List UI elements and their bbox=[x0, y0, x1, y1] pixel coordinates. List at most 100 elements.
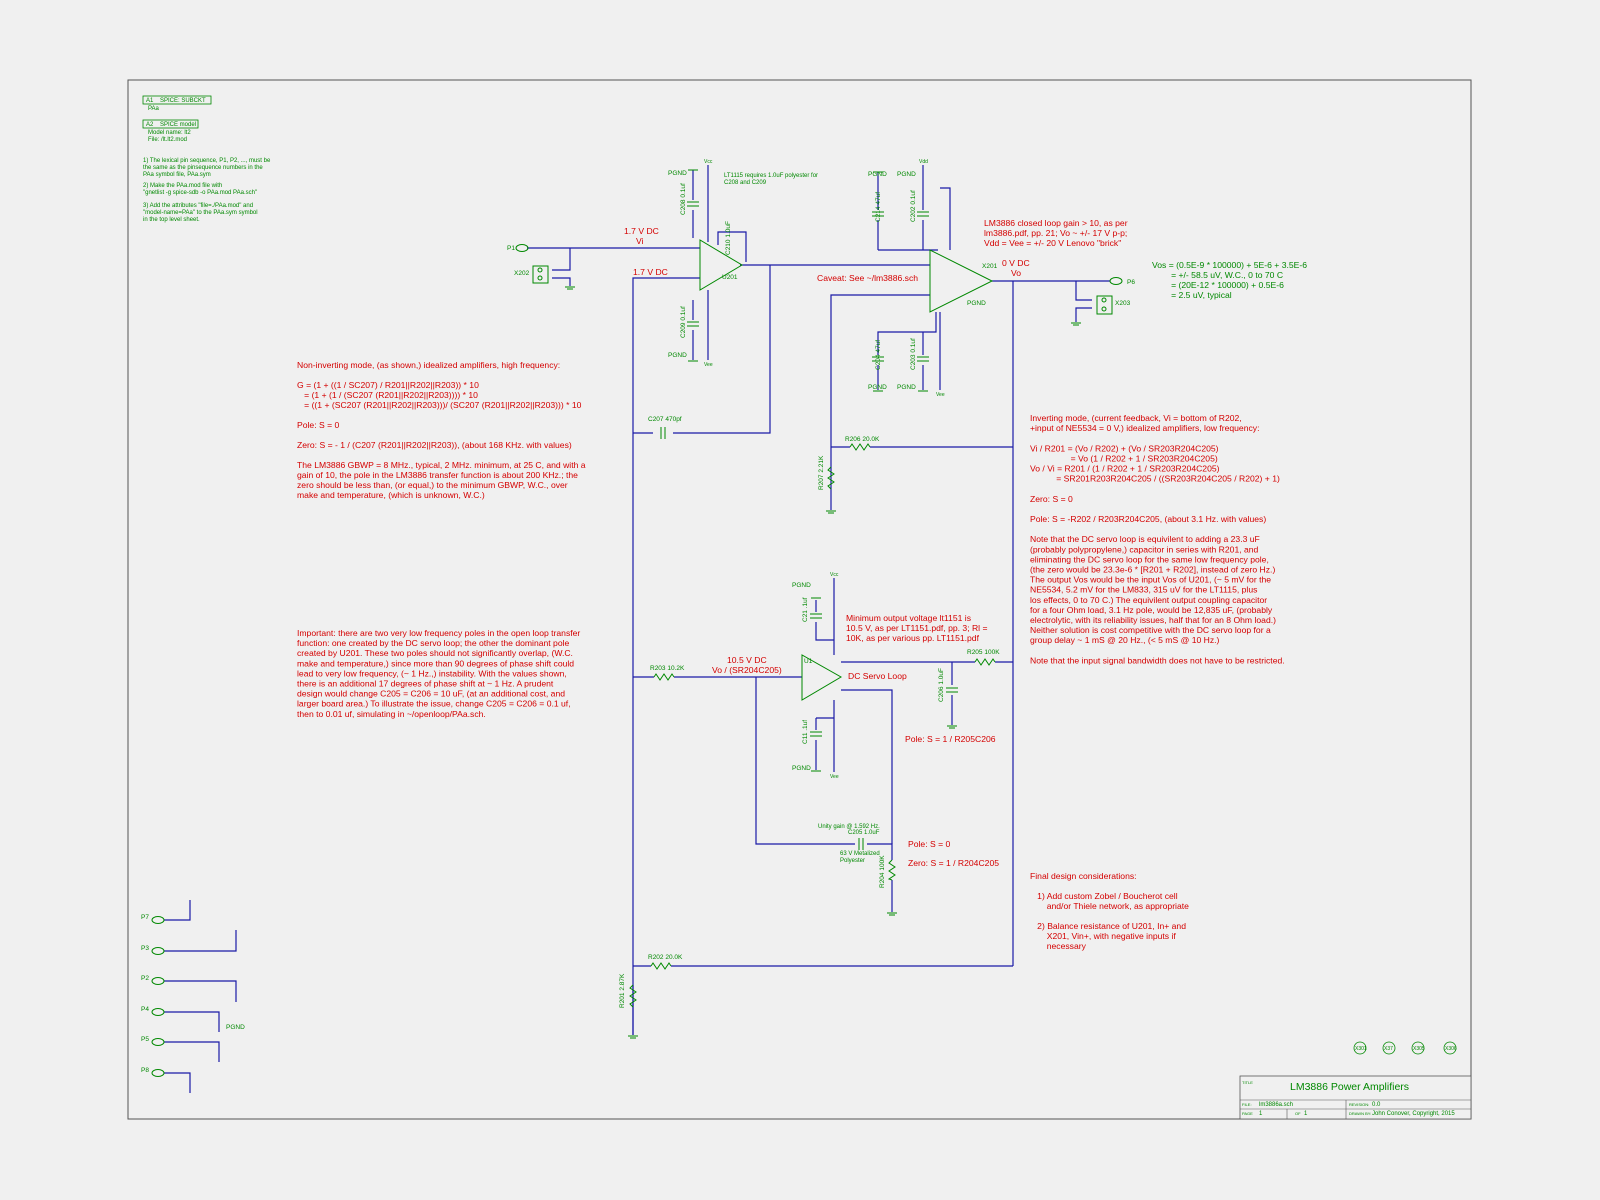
important-line: Important: there are two very low freque… bbox=[297, 628, 580, 638]
pgnd-label: PGND bbox=[868, 384, 887, 391]
steps-line: "gnetlist -g spice-sdb -o PAa.mod PAa.sc… bbox=[143, 190, 257, 196]
c205-type-label: 63 V Metalized bbox=[840, 851, 880, 857]
servo-dc-label: 10.5 V DC bbox=[727, 655, 767, 665]
vo-dc-label: 0 V DC bbox=[1002, 258, 1030, 268]
noninv-line: G = (1 + ((1 / SC207) / R201||R202||R203… bbox=[297, 380, 479, 390]
c205-type2-label: Polyester bbox=[840, 858, 865, 864]
c210-label: C210 1.0uF bbox=[725, 221, 732, 255]
final-line: and/or Thiele network, as appropriate bbox=[1030, 901, 1189, 911]
pgnd-label: PGND bbox=[897, 171, 916, 178]
r206-resistor-icon bbox=[849, 443, 871, 451]
x201-label: X201 bbox=[982, 263, 998, 270]
pgnd-label: PGND bbox=[668, 170, 687, 177]
noninv-line: gain of 10, the pole in the LM3886 trans… bbox=[297, 470, 578, 480]
noninv-line: zero should be less than, (or equal,) to… bbox=[297, 480, 568, 490]
ltnote-line: LT1115 requires 1.0uF polyester for bbox=[724, 173, 818, 179]
steps-line: in the top level sheet. bbox=[143, 217, 200, 223]
vos-line: Vos = (0.5E-9 * 100000) + 5E-6 + 3.5E-6 bbox=[1152, 260, 1307, 270]
ltnote-line: C208 and C209 bbox=[724, 180, 767, 186]
important-line: lead to very low frequency, (~ 1 Hz.,) i… bbox=[297, 668, 567, 678]
dc-servo-label: DC Servo Loop bbox=[848, 671, 907, 681]
circuit-annotations: 1.7 V DC Vi 1.7 V DC 0 V DC Vo Caveat: S… bbox=[624, 226, 1030, 868]
important-line: function: one created by the DC servo lo… bbox=[297, 638, 570, 648]
pgnd-label: PGND bbox=[668, 352, 687, 359]
caveat-note: Caveat: See ~/lm3886.sch bbox=[817, 273, 918, 283]
inverting-analysis: Inverting mode, (current feedback, Vi = … bbox=[1030, 413, 1285, 665]
r204-resistor-icon bbox=[887, 859, 896, 881]
u1-opamp-icon bbox=[801, 654, 843, 701]
c205-capacitor-icon bbox=[858, 838, 864, 850]
component-symbols bbox=[151, 169, 1123, 1077]
final-line: necessary bbox=[1030, 941, 1087, 951]
revision-value: 0.0 bbox=[1372, 1102, 1381, 1108]
a2-value: SPICE model bbox=[160, 122, 196, 128]
noninverting-analysis: Non-inverting mode, (as shown,) idealize… bbox=[297, 360, 586, 500]
p6-pin-icon bbox=[1109, 277, 1123, 285]
inverting-line: electrolytic, with its reliability issue… bbox=[1030, 615, 1276, 625]
inverting-line: los effects, 0 to 70 C.) The equivilent … bbox=[1030, 595, 1267, 605]
vcc-label: Vcc bbox=[830, 572, 839, 578]
circuit-wires bbox=[164, 165, 1110, 1093]
a1-sub: PAa bbox=[148, 106, 160, 112]
x203-connector-icon bbox=[1096, 295, 1113, 315]
noninv-line: = ((1 + (SC207 (R201||R202||R203)))/ (SC… bbox=[297, 400, 582, 410]
r204-label: R204 100K bbox=[879, 855, 886, 888]
inverting-line: = SR201R203R204C205 / ((SR203R204C205 / … bbox=[1030, 474, 1280, 484]
x203-label: X203 bbox=[1115, 300, 1131, 307]
spice-attributes: A1 SPICE: SUBCKT PAa A2 SPICE model Mode… bbox=[142, 95, 212, 143]
page-label: PAGE bbox=[1242, 1111, 1253, 1116]
pin-label: P8 bbox=[141, 1067, 149, 1074]
pole-zero-label: Pole: S = 0 bbox=[908, 839, 951, 849]
r201-resistor-icon bbox=[629, 984, 637, 1008]
important-line: design would change C205 = C206 = 10 uF,… bbox=[297, 689, 565, 699]
x202-label: X202 bbox=[514, 270, 530, 277]
inverting-line: +input of NE5534 = 0 V,) idealized ampli… bbox=[1030, 423, 1259, 433]
pin-label: P7 bbox=[141, 914, 149, 921]
inverting-line: = Vo (1 / R202 + 1 / SR203R204C205) bbox=[1030, 453, 1218, 463]
inverting-line: NE5534, 5.2 mV for the LM833, 315 uV for… bbox=[1030, 585, 1257, 595]
vo-label: Vo bbox=[1011, 268, 1021, 278]
vdd-label: Vdd bbox=[919, 159, 928, 165]
c204-label: C204 47uf bbox=[875, 340, 882, 370]
corner-ref-label: X305 bbox=[1413, 1046, 1425, 1052]
pin-label: P2 bbox=[141, 975, 149, 982]
spice-steps: 1) The lexical pin sequence, P1, P2, ...… bbox=[143, 158, 271, 223]
inverting-line: Vi / R201 = (Vo / R202) + (Vo / SR203R20… bbox=[1030, 443, 1219, 453]
file-label: FILE: bbox=[1242, 1102, 1252, 1107]
corner-ref-icon bbox=[1382, 1041, 1396, 1055]
steps-line: "model-name=PAa" to the PAa.sym symbol bbox=[143, 210, 258, 216]
inverting-line: Inverting mode, (current feedback, Vi = … bbox=[1030, 413, 1242, 423]
vos-line: = (20E-12 * 100000) + 0.5E-6 bbox=[1152, 280, 1284, 290]
steps-line: PAa symbol file, PAa.sym bbox=[143, 172, 211, 178]
lmnote-line: LM3886 closed loop gain > 10, as per bbox=[984, 218, 1128, 228]
u1-label: U1 bbox=[804, 658, 813, 665]
noninv-line: Pole: S = 0 bbox=[297, 420, 340, 430]
inverting-line: Zero: S = 0 bbox=[1030, 494, 1073, 504]
unity-gain-label: Unity gain @ 1.592 Hz. bbox=[818, 824, 880, 830]
inverting-line: for a four Ohm load, 3.1 Hz pole, would … bbox=[1030, 605, 1273, 615]
important-line: there is an additional 17 degrees of pha… bbox=[297, 679, 554, 689]
final-line: 2) Balance resistance of U201, In+ and bbox=[1030, 921, 1186, 931]
p6-label: P6 bbox=[1127, 279, 1135, 286]
pole-r205-label: Pole: S = 1 / R205C206 bbox=[905, 734, 996, 744]
vcc-label: Vcc bbox=[704, 159, 713, 165]
of-label: OF bbox=[1295, 1111, 1301, 1116]
u201-label: U201 bbox=[722, 274, 738, 281]
r205-resistor-icon bbox=[974, 658, 996, 666]
lmnote-line: lm3886.pdf, pp. 21; Vo ~ +/- 17 V p-p; bbox=[984, 228, 1127, 238]
a2-model: Model name: lt2 bbox=[148, 130, 191, 136]
corner-ref-icon bbox=[1443, 1041, 1457, 1055]
drawn-value: John Conover, Copyright, 2015 bbox=[1372, 1111, 1455, 1117]
inverting-line: Pole: S = -R202 / R203R204C205, (about 3… bbox=[1030, 514, 1266, 524]
vi-label: Vi bbox=[636, 236, 644, 246]
corner-ref-label: X37 bbox=[1384, 1046, 1393, 1052]
inverting-line: Vo / Vi = R201 / (1 / R202 + 1 / SR203R2… bbox=[1030, 464, 1220, 474]
c202-label: C202 0.1uf bbox=[910, 190, 917, 222]
pin-label: P5 bbox=[141, 1036, 149, 1043]
pgnd-label: PGND bbox=[792, 582, 811, 589]
servo-expr-label: Vo / (SR204C205) bbox=[712, 665, 782, 675]
final-line: 1) Add custom Zobel / Boucherot cell bbox=[1030, 891, 1178, 901]
